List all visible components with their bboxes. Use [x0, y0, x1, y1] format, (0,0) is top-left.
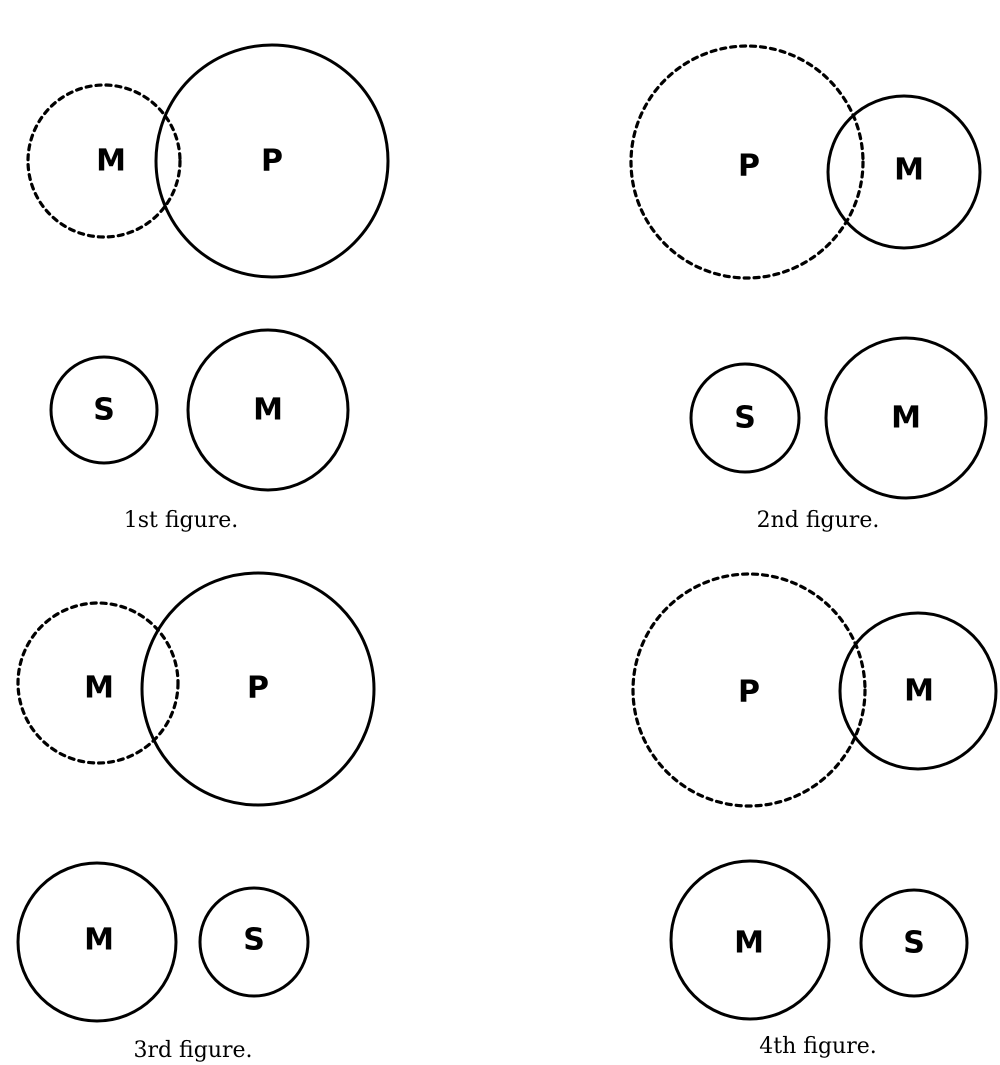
figure-1-bottom-left-label: S [93, 393, 115, 428]
figure-2: P M S M 2nd figure. [629, 44, 988, 533]
figure-1-top-right-label: P [261, 144, 283, 179]
figure-1-top-left-label: M [96, 144, 126, 179]
figure-3-bottom-right-label: S [243, 923, 265, 958]
figure-2-top-left-circle [629, 44, 865, 280]
figure-1-bottom-right-label: M [253, 393, 283, 428]
figure-4-bottom-right-label: S [903, 926, 925, 961]
figure-3-top-right-label: P [247, 671, 269, 706]
figure-3-bottom-right-circle [198, 886, 310, 998]
figure-4-top-left-label: P [738, 675, 760, 710]
figure-4-top-right-circle [838, 611, 998, 771]
figure-2-bottom-left-label: S [734, 401, 756, 436]
figure-4-caption: 4th figure. [759, 1034, 876, 1059]
figure-1-top-left-circle [26, 83, 182, 239]
figure-2-top-left-label: P [738, 149, 760, 184]
figure-1-top-right-circle [154, 43, 390, 279]
figure-2-caption: 2nd figure. [757, 508, 880, 533]
figure-3-top-right-circle [140, 571, 376, 807]
figure-3: M P M S 3rd figure. [16, 571, 376, 1063]
figure-2-bottom-right-label: M [891, 401, 921, 436]
figure-1: M P S M 1st figure. [26, 43, 390, 533]
figure-4-top-right-label: M [904, 674, 934, 709]
figure-4-bottom-right-circle [859, 888, 969, 998]
figure-4: P M M S 4th figure. [631, 572, 998, 1059]
figure-4-bottom-left-circle [669, 859, 831, 1021]
figure-1-caption: 1st figure. [124, 508, 239, 533]
figure-2-top-right-label: M [894, 153, 924, 188]
figure-2-bottom-right-circle [824, 336, 988, 500]
figure-4-top-left-circle [631, 572, 867, 808]
figure-3-bottom-left-circle [16, 861, 178, 1023]
figure-2-top-right-circle [826, 94, 982, 250]
figure-2-bottom-left-circle [689, 362, 801, 474]
figure-3-bottom-left-label: M [84, 923, 114, 958]
figure-3-top-left-label: M [84, 671, 114, 706]
figure-3-top-left-circle [16, 601, 180, 765]
figure-4-bottom-left-label: M [734, 926, 764, 961]
figure-1-bottom-left-circle [49, 355, 159, 465]
figure-1-bottom-right-circle [186, 328, 350, 492]
figure-3-caption: 3rd figure. [133, 1038, 252, 1063]
